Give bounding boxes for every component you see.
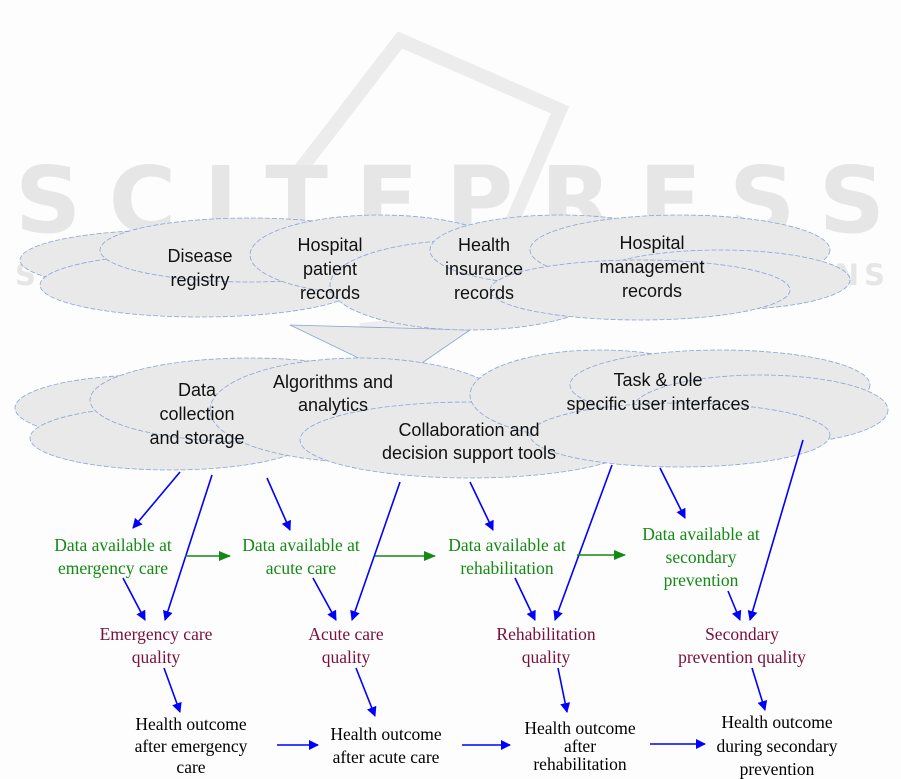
arrow xyxy=(266,477,291,531)
arrow xyxy=(751,667,768,711)
arrow xyxy=(122,577,146,621)
arrow xyxy=(747,439,804,621)
arrow xyxy=(469,481,494,531)
arrow xyxy=(514,577,536,621)
arrow xyxy=(355,667,377,717)
platform-cloud xyxy=(14,349,889,479)
arrow xyxy=(659,467,686,519)
green-arrows xyxy=(185,550,626,561)
arrow xyxy=(553,464,613,621)
arrow xyxy=(557,667,571,713)
arrow xyxy=(163,667,182,713)
blue-arrows xyxy=(122,439,804,750)
arrow xyxy=(312,577,337,621)
arrow xyxy=(727,590,742,621)
data-sources-cloud xyxy=(19,214,851,379)
arrow xyxy=(132,471,181,529)
arrow xyxy=(350,481,401,621)
arrow xyxy=(163,474,213,621)
